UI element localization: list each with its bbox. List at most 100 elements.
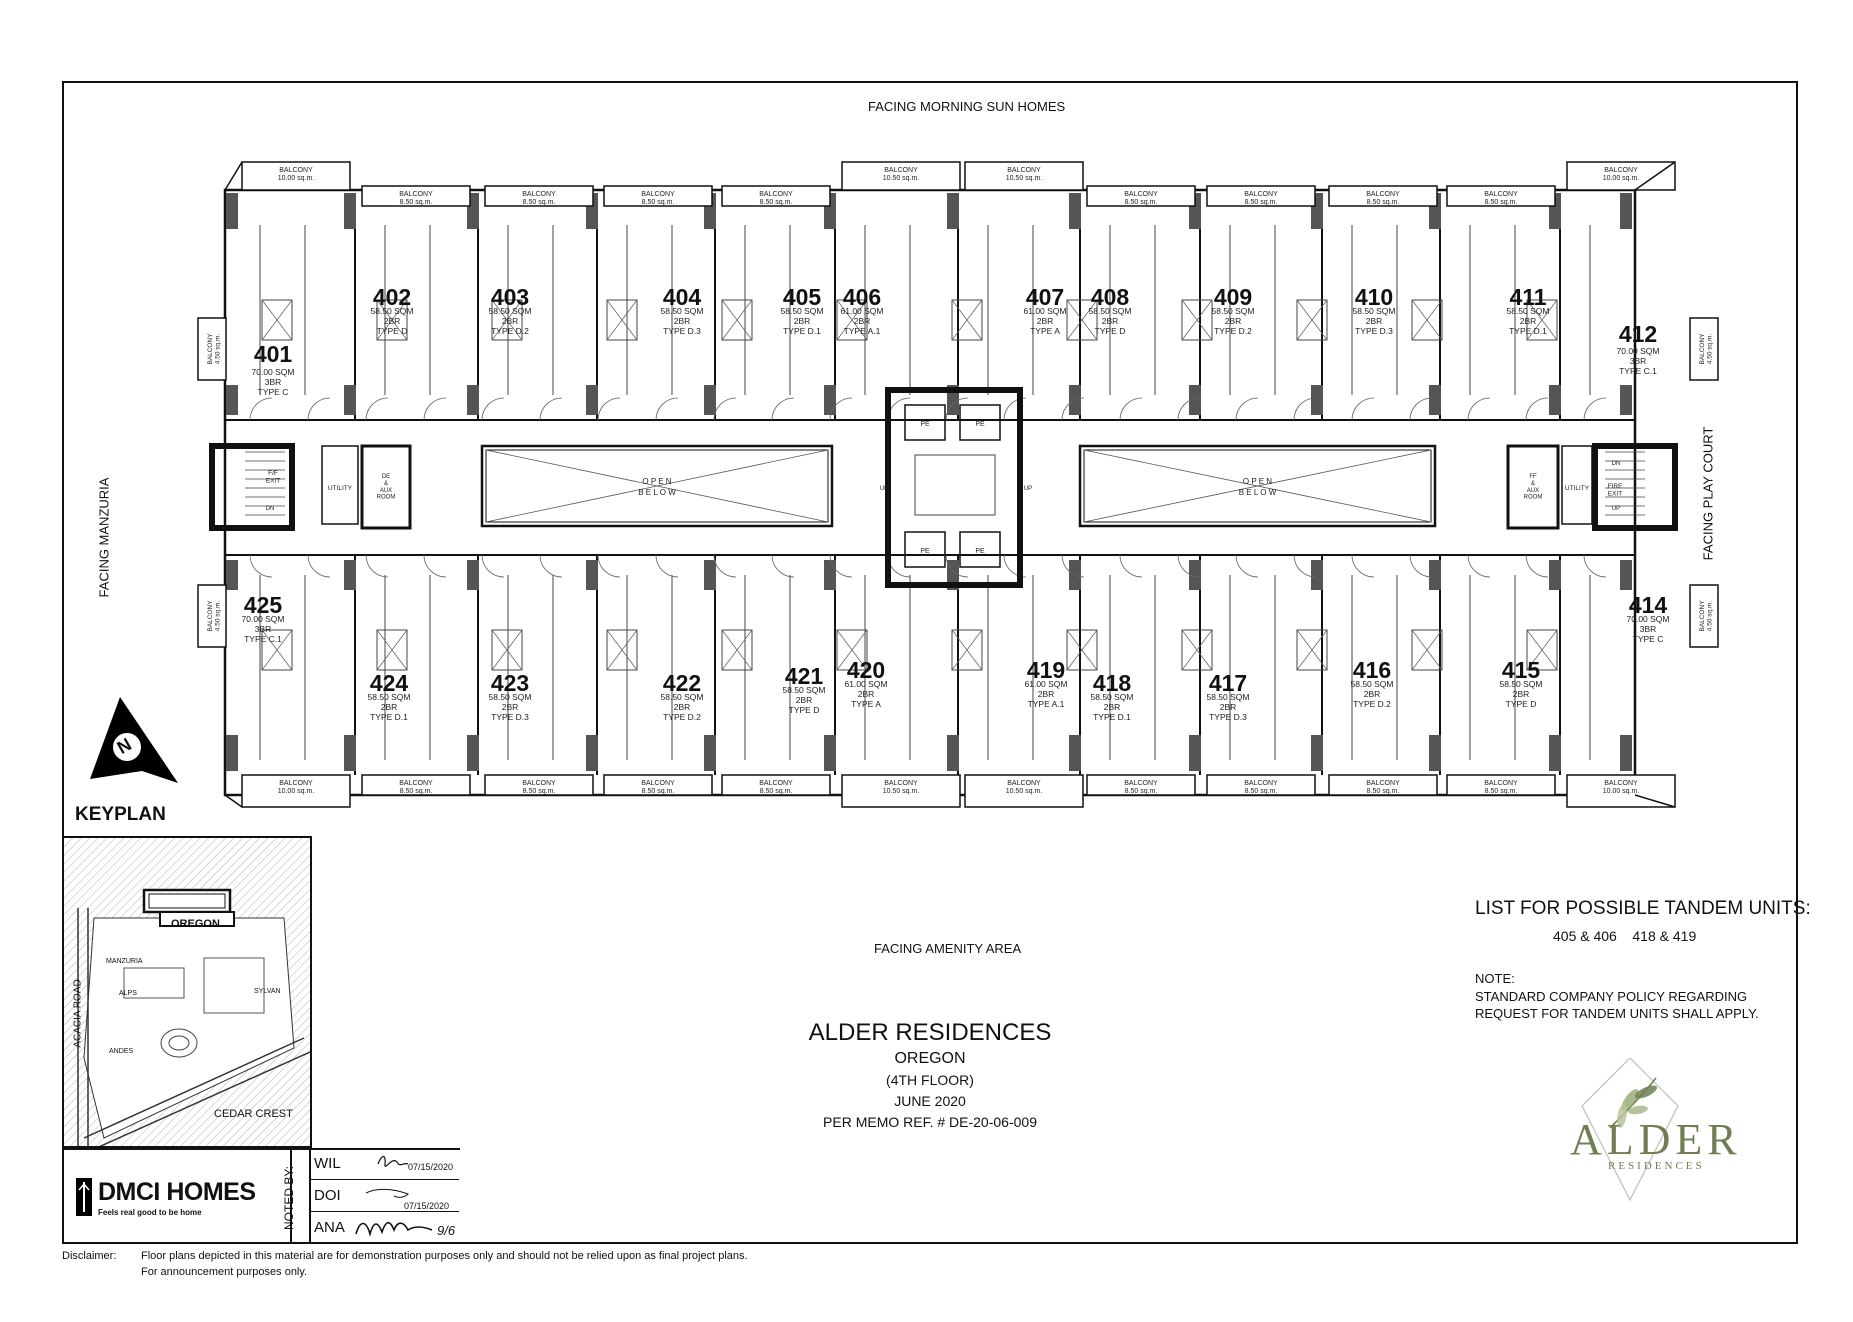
balcony-bottom: [1328, 774, 1438, 796]
noted-by-divider: [309, 1148, 311, 1244]
bottom-unit-416-info: 58.50 SQM 2BR TYPE D.2: [1350, 679, 1394, 709]
facing-top-label: FACING MORNING SUN HOMES: [868, 99, 1066, 114]
door-swing: [1467, 554, 1491, 578]
keyplan-road-cedar-crest: CEDAR CREST: [214, 1108, 293, 1120]
bathroom-fixture: [1526, 299, 1558, 341]
door-swing: [1351, 554, 1375, 578]
side-balcony: [1689, 584, 1719, 648]
top-unit-408-info: 58.50 SQM 2BR TYPE D: [1088, 306, 1132, 336]
drawing-sheet-border: [62, 81, 1798, 1244]
bathroom-fixture: [836, 299, 868, 341]
keyplan-map: OREGON ACACIA ROAD MANZURIA ANDES SYLVAN…: [62, 836, 312, 1148]
elevator-shaft: [904, 404, 946, 441]
top-unit-409-number: 409: [1213, 284, 1253, 310]
side-balcony: [197, 317, 227, 381]
top-unit-403-info: 58.50 SQM 2BR TYPE D.2: [488, 306, 532, 336]
door-swing: [1061, 554, 1085, 578]
bathroom-fixture: [376, 629, 408, 671]
bottom-unit-418-number: 418: [1092, 670, 1132, 696]
side-balcony: [197, 584, 227, 648]
structural-column: [1549, 735, 1561, 771]
elevator-core: [885, 387, 1023, 588]
structural-column: [824, 560, 836, 590]
north-arrow-icon: [90, 697, 178, 783]
structural-column: [1549, 560, 1561, 590]
side-balcony-label: BALCONY4.50 sq.m.: [207, 333, 221, 365]
door-swing: [481, 554, 505, 578]
door-swing: [713, 554, 737, 578]
balcony-top: [603, 185, 713, 207]
open-below-label: B E L O W: [638, 488, 676, 497]
balcony-top: [1206, 185, 1316, 207]
balcony-top: [361, 185, 471, 207]
keyplan-road-manzuria: MANZURIA: [106, 958, 143, 965]
structural-column: [344, 560, 356, 590]
bottom-unit-422-number: 422: [662, 670, 702, 696]
bathroom-fixture: [1526, 629, 1558, 671]
noted-by-initials: WIL: [314, 1155, 341, 1172]
open-below-void: [485, 449, 829, 523]
stair-direction-label: UP: [1024, 486, 1032, 492]
building-name: OREGON: [894, 1050, 966, 1067]
top-unit-412-info: 70.00 SQM 3BR TYPE C.1: [1616, 346, 1660, 376]
structural-column: [947, 193, 959, 229]
bathroom-fixture: [491, 629, 523, 671]
elevator-lobby: [914, 454, 996, 516]
right-utility-label: UTILITY: [1565, 485, 1590, 492]
balcony-top: [1566, 161, 1676, 191]
structural-column: [226, 560, 238, 590]
alder-logo-emblem: [1581, 1058, 1679, 1202]
top-unit-401-info: 70.00 SQM 3BR TYPE C: [251, 367, 295, 397]
disclaimer-label: Disclaimer:: [62, 1250, 117, 1262]
door-swing: [1235, 397, 1259, 421]
tandem-heading: LIST FOR POSSIBLE TANDEM UNITS:: [1475, 898, 1811, 919]
structural-column: [467, 735, 479, 771]
keyplan-road-alps: ALPS: [119, 990, 137, 997]
utility-room: [321, 445, 359, 525]
bottom-unit-423-number: 423: [490, 670, 530, 696]
bathroom-fixture: [1411, 629, 1443, 671]
utility-room: [1561, 445, 1593, 525]
stair-direction-label: DN: [266, 506, 275, 512]
door-swing: [1525, 397, 1549, 421]
elevator-label: PE: [975, 421, 985, 428]
noted-by-date: 9/6: [437, 1223, 456, 1238]
balcony-top: [241, 161, 351, 191]
structural-column: [467, 385, 479, 415]
structural-column: [1189, 560, 1201, 590]
structural-column: [1620, 735, 1632, 771]
door-swing: [539, 397, 563, 421]
bottom-unit-421-number: 421: [784, 663, 824, 689]
wing-edge: [224, 794, 243, 808]
bathroom-fixture: [1066, 299, 1098, 341]
structural-column: [824, 735, 836, 771]
elevator-label: PE: [920, 421, 930, 428]
structural-column: [1549, 385, 1561, 415]
door-swing: [365, 554, 389, 578]
left-stair: [209, 443, 295, 531]
bathroom-fixture: [376, 629, 408, 671]
balcony-bottom: [1446, 774, 1556, 796]
bottom-unit-417-info: 58.50 SQM 2BR TYPE D.3: [1206, 692, 1250, 722]
bathroom-fixture: [1526, 629, 1558, 671]
title-block: ALDER RESIDENCES OREGON (4TH FLOOR) JUNE…: [790, 1018, 1070, 1133]
plan-date: JUNE 2020: [894, 1093, 966, 1109]
aux-room: [360, 444, 412, 530]
side-balcony: [1689, 317, 1719, 381]
structural-column: [704, 735, 716, 771]
bathroom-fixture: [1181, 629, 1213, 671]
bottom-unit-415-number: 415: [1501, 657, 1541, 683]
noted-by-initials: DOI: [314, 1187, 341, 1204]
bathroom-fixture: [1296, 629, 1328, 671]
door-swing: [887, 554, 911, 578]
side-balcony-label: BALCONY4.50 sq.m.: [1699, 600, 1713, 632]
door-swing: [945, 397, 969, 421]
